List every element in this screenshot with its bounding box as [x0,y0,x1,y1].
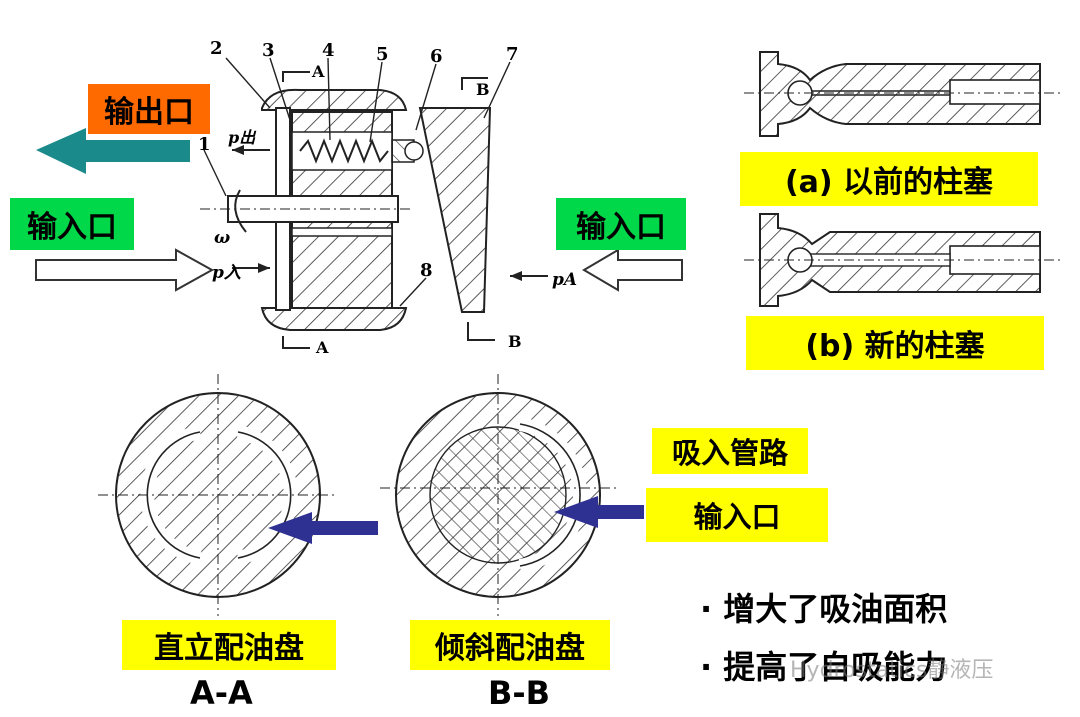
outlet-arrow [36,128,190,174]
section-a-bottom: A [316,338,329,357]
plunger-new-label: (b) 新的柱塞 [746,316,1044,370]
omega-label: ω [214,228,231,248]
plate-straight-label: 直立配油盘 [122,620,336,670]
inlet-label-left: 输入口 [10,198,134,250]
part-number-2: 2 [210,38,223,59]
part-number-5: 5 [376,44,389,65]
section-bb-label: B-B [488,674,551,712]
bullet-1: · 增大了吸油面积 [700,590,948,628]
plunger-new-drawing [744,213,1060,307]
inlet-arrow-left [35,248,215,292]
bullet-1-text: 增大了吸油面积 [723,590,948,628]
outlet-label: 输出口 [88,84,210,134]
aa-inlet-arrow [268,512,378,544]
section-b-bottom: B [508,332,522,351]
disk-section-aa [98,374,338,616]
section-aa-label: A-A [190,674,253,712]
section-b-top: B [476,80,490,99]
part-number-8: 8 [420,260,433,281]
suction-pipe-label: 吸入管路 [652,428,808,474]
plate-inclined-label: 倾斜配油盘 [410,620,610,670]
part-number-6: 6 [430,46,443,67]
inlet-label-right: 输入口 [556,198,686,250]
plunger-old-label: (a) 以前的柱塞 [740,152,1038,206]
plunger-old-drawing [744,51,1060,137]
part-number-1: 1 [198,134,211,155]
part-number-4: 4 [322,40,335,61]
pump-cross-section [200,57,548,349]
bb-inlet-arrow [554,496,644,528]
bullet-2: · 提高了自吸能力 [700,648,948,686]
section-a-top: A [312,62,325,81]
disk-section-bb [380,374,618,616]
inlet-arrow-right [582,248,683,292]
inlet-port-label: 输入口 [646,488,828,542]
watermark: Hydrostatics静液压 [790,658,994,683]
part-number-7: 7 [506,44,519,65]
p-out-label: p出 [228,128,256,147]
p-in-label: p入 [212,263,241,283]
bullet-2-text: 提高了自吸能力 [723,648,948,686]
part-number-3: 3 [262,40,275,61]
p-a-label: pA [552,270,578,290]
